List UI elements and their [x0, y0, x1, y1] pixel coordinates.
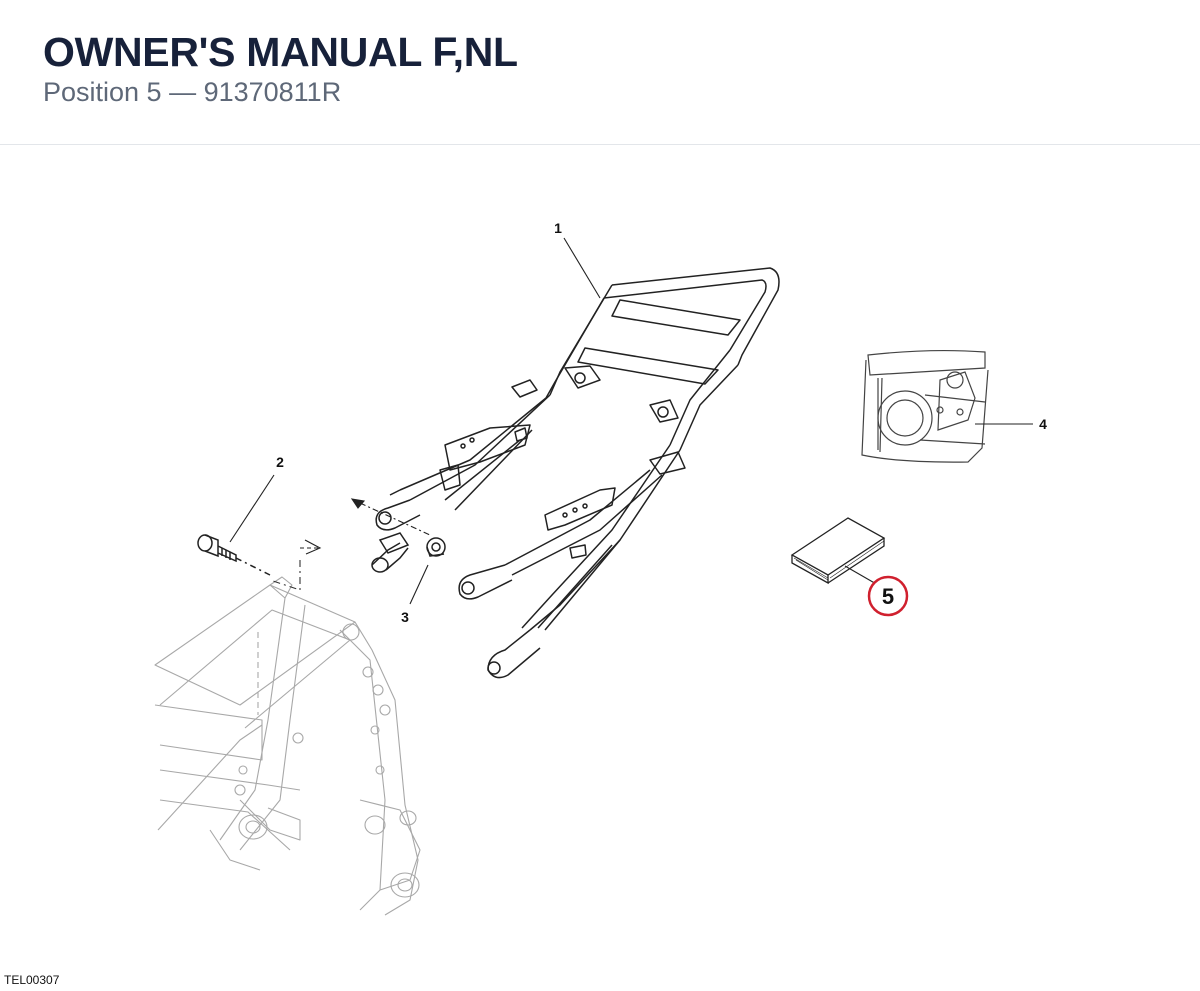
- spacer-bushings: [371, 532, 446, 573]
- callout-5: 5: [882, 584, 894, 609]
- owners-manual-booklet: [790, 517, 886, 585]
- main-frame-outline: [154, 560, 421, 916]
- figure-code: TEL00307: [4, 973, 60, 987]
- page-subtitle: Position 5 — 91370811R: [43, 77, 342, 107]
- bolt: [197, 534, 271, 576]
- tail-light: [861, 349, 989, 463]
- callout-2: 2: [276, 454, 284, 470]
- rear-subframe: [375, 267, 780, 679]
- callout-4: 4: [1039, 416, 1047, 432]
- exploded-parts-diagram: 1 2 3 4 5: [0, 146, 1200, 991]
- page-title: OWNER'S MANUAL F,NL: [43, 29, 518, 75]
- direction-arrow: [300, 498, 431, 555]
- highlight-ring: [867, 575, 909, 617]
- callout-labels: 1 2 3 4 5: [276, 220, 1047, 625]
- callout-1: 1: [554, 220, 562, 236]
- leader-lines: [229, 237, 1033, 605]
- callout-3: 3: [401, 609, 409, 625]
- page-header: OWNER'S MANUAL F,NL Position 5 — 9137081…: [0, 0, 1200, 145]
